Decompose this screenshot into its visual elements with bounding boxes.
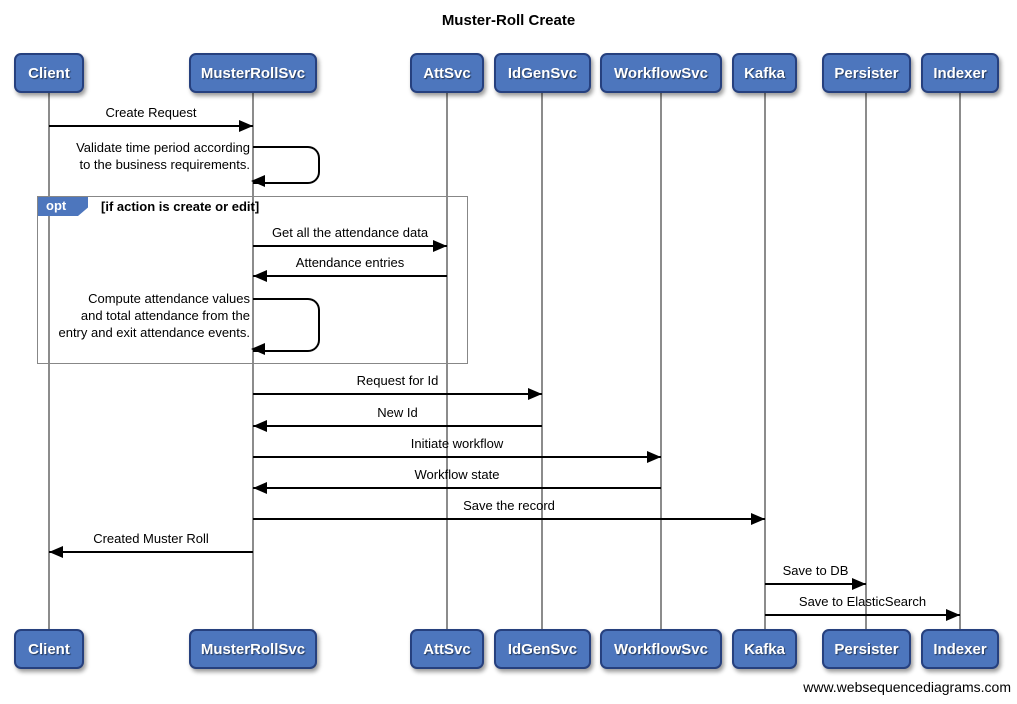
message-label: Initiate workflow <box>410 436 504 451</box>
self-message-label-validate: Validate time period according to the bu… <box>76 140 250 172</box>
diagram-title: Muster-Roll Create <box>441 12 576 29</box>
message-label: Created Muster Roll <box>93 531 209 546</box>
watermark-websequencediagrams: www.websequencediagrams.com <box>803 679 1011 695</box>
arrowhead-right-icon <box>528 388 542 400</box>
lifeline-persister <box>865 93 867 629</box>
message-line <box>253 487 661 489</box>
participant-bottom-attsvc: AttSvc <box>410 629 484 669</box>
arrowhead-right-icon <box>647 451 661 463</box>
participant-top-kafka: Kafka <box>732 53 797 93</box>
arrowhead-left-icon <box>253 420 267 432</box>
arrowhead-right-icon <box>946 609 960 621</box>
message-label: Create Request <box>105 105 197 120</box>
participant-bottom-persister: Persister <box>822 629 911 669</box>
message-label: Save to DB <box>782 563 849 578</box>
participant-bottom-musterrollsvc: MusterRollSvc <box>189 629 317 669</box>
lifeline-workflowsvc <box>660 93 662 629</box>
lifeline-idgensvc <box>541 93 543 629</box>
lifeline-attsvc <box>446 93 448 629</box>
arrowhead-left-icon <box>253 482 267 494</box>
message-line <box>253 518 765 520</box>
lifeline-kafka <box>764 93 766 629</box>
lifeline-indexer <box>959 93 961 629</box>
lifeline-musterrollsvc <box>252 93 254 629</box>
participant-top-indexer: Indexer <box>921 53 999 93</box>
message-line <box>253 425 542 427</box>
message-line <box>765 583 866 585</box>
message-label: Attendance entries <box>295 255 405 270</box>
message-label: Get all the attendance data <box>271 225 429 240</box>
arrowhead-right-icon <box>433 240 447 252</box>
self-message-loop-compute <box>251 298 320 355</box>
message-line <box>253 456 661 458</box>
participant-top-attsvc: AttSvc <box>410 53 484 93</box>
arrowhead-right-icon <box>751 513 765 525</box>
message-line <box>765 614 960 616</box>
message-line <box>253 245 447 247</box>
arrowhead-left-icon <box>253 270 267 282</box>
participant-bottom-client: Client <box>14 629 84 669</box>
participant-bottom-indexer: Indexer <box>921 629 999 669</box>
arrowhead-left-icon <box>251 175 265 187</box>
participant-top-persister: Persister <box>822 53 911 93</box>
message-label: Save the record <box>463 498 555 513</box>
arrowhead-left-icon <box>49 546 63 558</box>
message-label: New Id <box>377 405 418 420</box>
participant-top-workflowsvc: WorkflowSvc <box>600 53 722 93</box>
self-message-loop-validate <box>251 146 320 187</box>
lifeline-client <box>48 93 50 629</box>
opt-fragment-operator-tab: opt <box>38 197 88 216</box>
opt-fragment-condition: [if action is create or edit] <box>101 199 260 214</box>
arrowhead-right-icon <box>239 120 253 132</box>
participant-bottom-workflowsvc: WorkflowSvc <box>600 629 722 669</box>
message-line <box>49 125 253 127</box>
message-line <box>253 275 447 277</box>
participant-bottom-kafka: Kafka <box>732 629 797 669</box>
participant-top-idgensvc: IdGenSvc <box>494 53 591 93</box>
arrowhead-right-icon <box>852 578 866 590</box>
message-line <box>253 393 542 395</box>
participant-top-musterrollsvc: MusterRollSvc <box>189 53 317 93</box>
participant-bottom-idgensvc: IdGenSvc <box>494 629 591 669</box>
opt-fragment: opt [if action is create or edit] <box>37 196 468 364</box>
self-message-label-compute: Compute attendance values and total atte… <box>58 291 250 340</box>
message-line <box>49 551 253 553</box>
message-label: Request for Id <box>356 373 439 388</box>
arrowhead-left-icon <box>251 343 265 355</box>
message-label: Workflow state <box>414 467 500 482</box>
message-label: Save to ElasticSearch <box>798 594 927 609</box>
participant-top-client: Client <box>14 53 84 93</box>
